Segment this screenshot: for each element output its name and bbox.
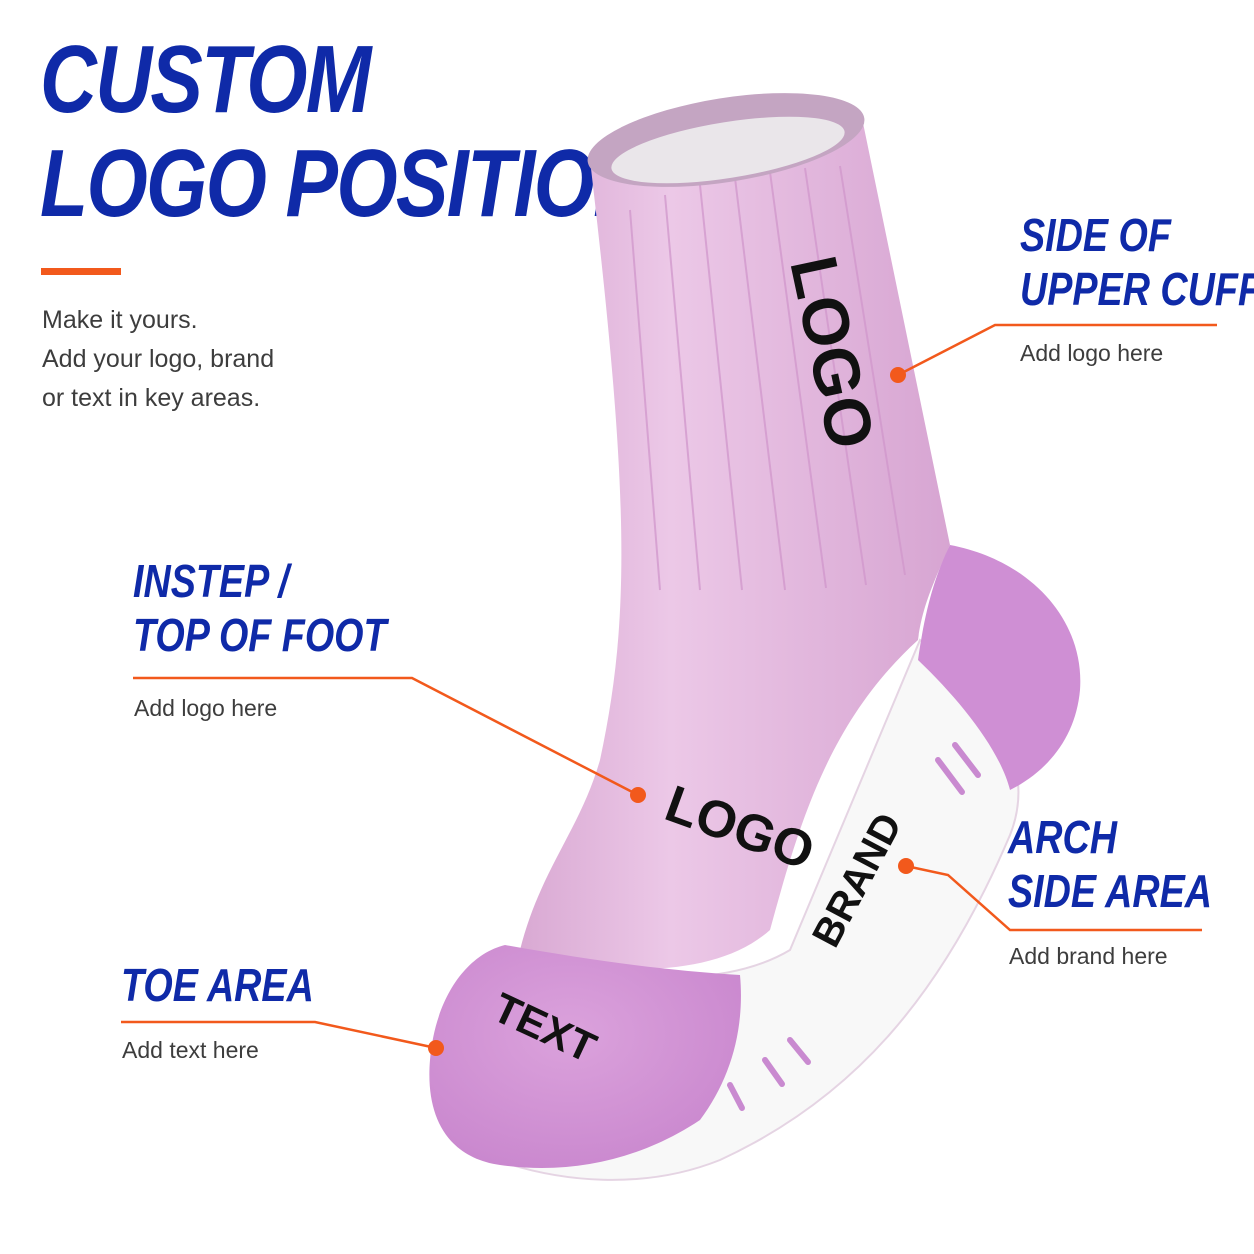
callout-arch-title-line-1: ARCH: [1008, 811, 1117, 863]
sock-heel: [918, 545, 1081, 790]
callout-instep-title: INSTEP / TOP OF FOOT: [133, 554, 387, 662]
callout-arch-subtitle: Add brand here: [1009, 943, 1168, 969]
headline: CUSTOM LOGO POSITIONS: [40, 26, 701, 237]
callout-instep-title-line-2: TOP OF FOOT: [133, 609, 387, 661]
callout-instep-title-line-1: INSTEP /: [133, 555, 289, 607]
callout-toe-title: TOE AREA: [121, 958, 314, 1012]
callout-instep-subtitle: Add logo here: [134, 695, 278, 721]
callout-cuff-title: SIDE OF UPPER CUFF: [1020, 208, 1254, 316]
headline-line-1: CUSTOM: [40, 26, 371, 133]
callout-cuff-title-line-2: UPPER CUFF: [1020, 263, 1254, 315]
callout-arch-title-line-2: SIDE AREA: [1008, 865, 1213, 917]
marker-dot-cuff: [890, 367, 906, 383]
intro-line-3: or text in key areas.: [42, 384, 261, 412]
sock-sole-stripes: [727, 742, 981, 1111]
intro-text: Make it yours. Add your logo, brand or t…: [42, 301, 274, 418]
intro-line-2: Add your logo, brand: [42, 345, 275, 373]
callout-cuff-title-line-1: SIDE OF: [1020, 209, 1171, 261]
leader-line-arch: [905, 864, 1202, 932]
intro-line-1: Make it yours.: [42, 306, 198, 334]
leader-line-toe: [121, 1020, 437, 1050]
headline-line-2: LOGO POSITIONS: [40, 130, 701, 237]
sock-toe: [429, 945, 741, 1168]
sock-cuff-inner: [611, 116, 845, 184]
accent-bar: [41, 268, 121, 275]
leader-line-cuff: [897, 323, 1217, 377]
leader-line-instep: [133, 676, 639, 797]
callout-arch-title: ARCH SIDE AREA: [1008, 810, 1212, 918]
callout-toe-title-line-1: TOE AREA: [121, 959, 314, 1011]
marker-dot-instep: [630, 787, 646, 803]
sock-body: [520, 108, 950, 969]
marker-dot-toe: [428, 1040, 444, 1056]
marker-dot-arch: [898, 858, 914, 874]
callout-cuff-subtitle: Add logo here: [1020, 340, 1164, 366]
sock-rib-lines: [629, 165, 906, 591]
callout-toe-subtitle: Add text here: [122, 1037, 259, 1063]
